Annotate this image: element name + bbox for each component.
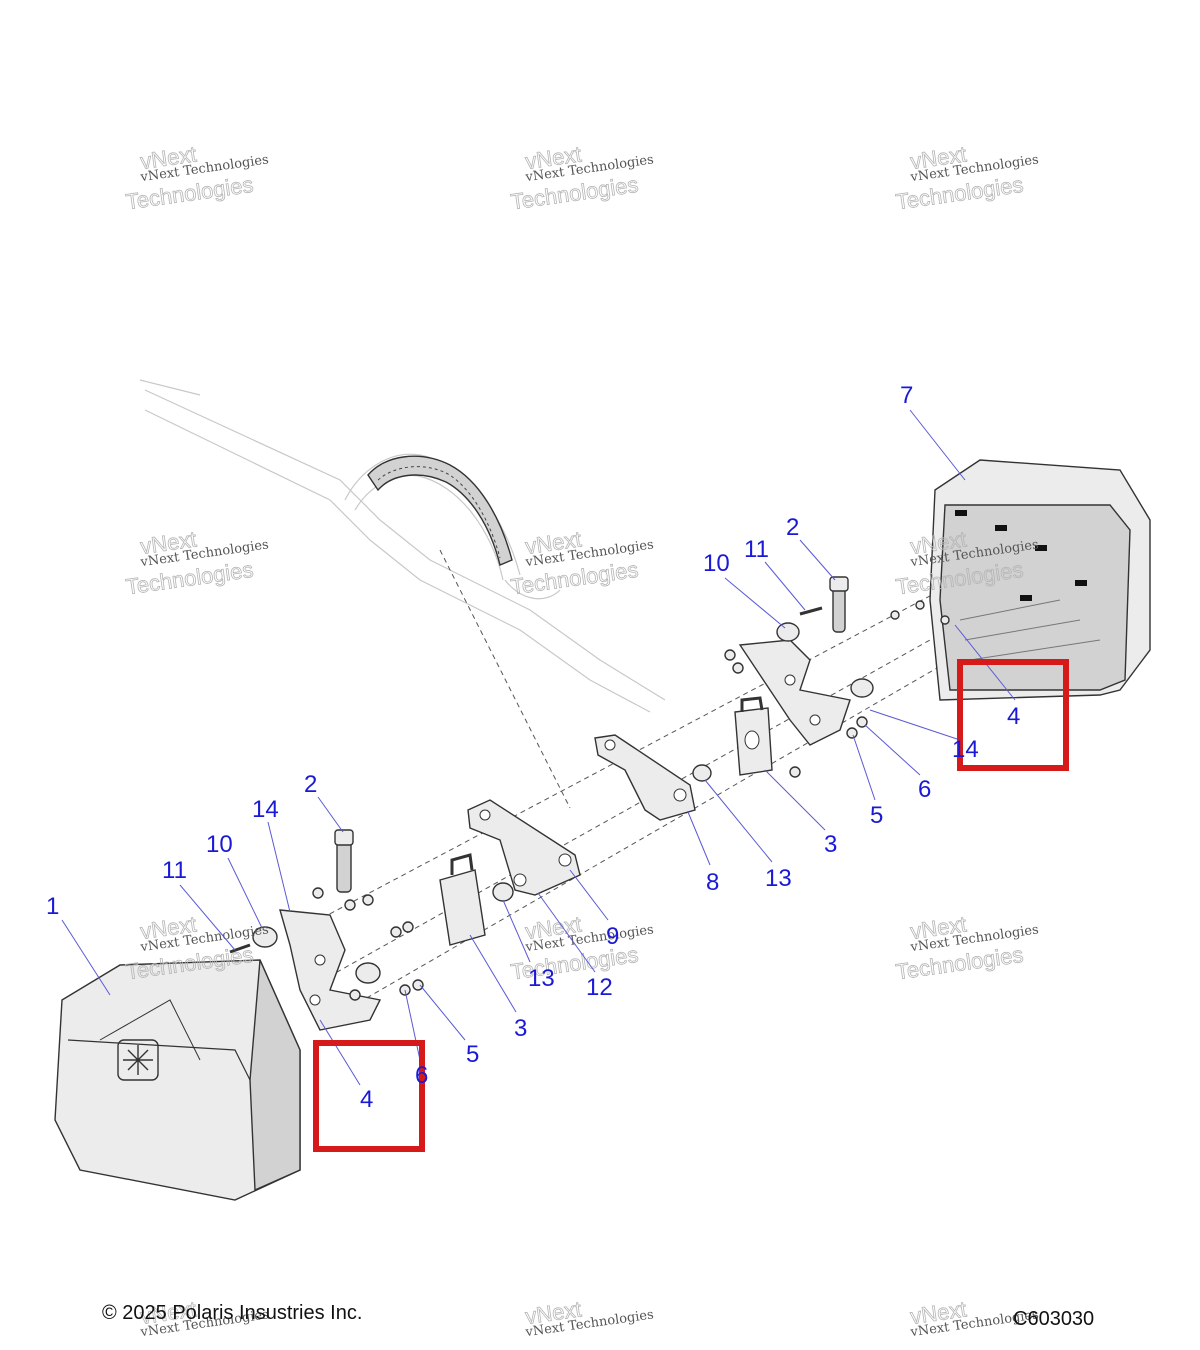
callout-10-left: 10 bbox=[206, 831, 233, 858]
callout-3-left: 3 bbox=[514, 1015, 527, 1042]
latch-left bbox=[439, 853, 486, 946]
callout-14-left: 14 bbox=[252, 796, 279, 823]
bushing-right bbox=[776, 622, 874, 698]
callout-14-right: 14 bbox=[952, 736, 979, 763]
callout-9: 9 bbox=[606, 923, 619, 950]
callout-13-left: 13 bbox=[528, 965, 555, 992]
callout-2-left: 2 bbox=[304, 771, 317, 798]
highlight-box-left bbox=[313, 1040, 425, 1152]
bracket-8 bbox=[594, 734, 696, 821]
copyright-text: © 2025 Polaris Insustries Inc. bbox=[102, 1302, 363, 1324]
callout-5-right: 5 bbox=[870, 802, 883, 829]
callout-4-left: 4 bbox=[360, 1086, 373, 1113]
callout-2-right: 2 bbox=[786, 514, 799, 541]
callout-10-right: 10 bbox=[703, 550, 730, 577]
saddlebag-right bbox=[929, 459, 1151, 701]
saddlebag-left bbox=[54, 959, 301, 1201]
bracket-9 bbox=[467, 799, 581, 896]
strap-rail bbox=[367, 455, 513, 566]
callout-1: 1 bbox=[46, 893, 59, 920]
callout-12: 12 bbox=[586, 974, 613, 1001]
callout-7: 7 bbox=[900, 382, 913, 409]
latch-pin-right bbox=[829, 576, 849, 633]
diagram-code: C603030 bbox=[1013, 1308, 1095, 1330]
callout-11-left: 11 bbox=[162, 857, 187, 884]
latch-right bbox=[734, 696, 773, 776]
mounting-plate-right bbox=[738, 639, 851, 746]
bolt-right bbox=[799, 606, 823, 616]
callout-5-left: 5 bbox=[466, 1041, 479, 1068]
callout-3-right: 3 bbox=[824, 831, 837, 858]
callout-11-right: 11 bbox=[744, 536, 769, 563]
bolt-left bbox=[229, 943, 251, 954]
callout-6-right: 6 bbox=[918, 776, 931, 803]
bag-slots bbox=[955, 510, 1101, 661]
callout-8: 8 bbox=[706, 869, 719, 896]
callout-4-right: 4 bbox=[1007, 703, 1020, 730]
leader-lines bbox=[61, 409, 1016, 1086]
latch-pin-left bbox=[334, 829, 354, 893]
callouts: 1 2 2 3 3 4 4 5 5 6 6 7 8 9 10 10 11 11 … bbox=[46, 382, 1020, 1113]
callout-6-left: 6 bbox=[415, 1062, 428, 1089]
polaris-logo-icon bbox=[117, 1039, 159, 1081]
highlight-box-right bbox=[957, 659, 1069, 771]
bumper-right bbox=[692, 764, 712, 782]
bumper-left bbox=[492, 882, 514, 902]
fasteners bbox=[312, 600, 950, 1001]
ghost-frame bbox=[139, 379, 666, 713]
callout-13-right: 13 bbox=[765, 865, 792, 892]
bushing-left bbox=[252, 926, 381, 984]
